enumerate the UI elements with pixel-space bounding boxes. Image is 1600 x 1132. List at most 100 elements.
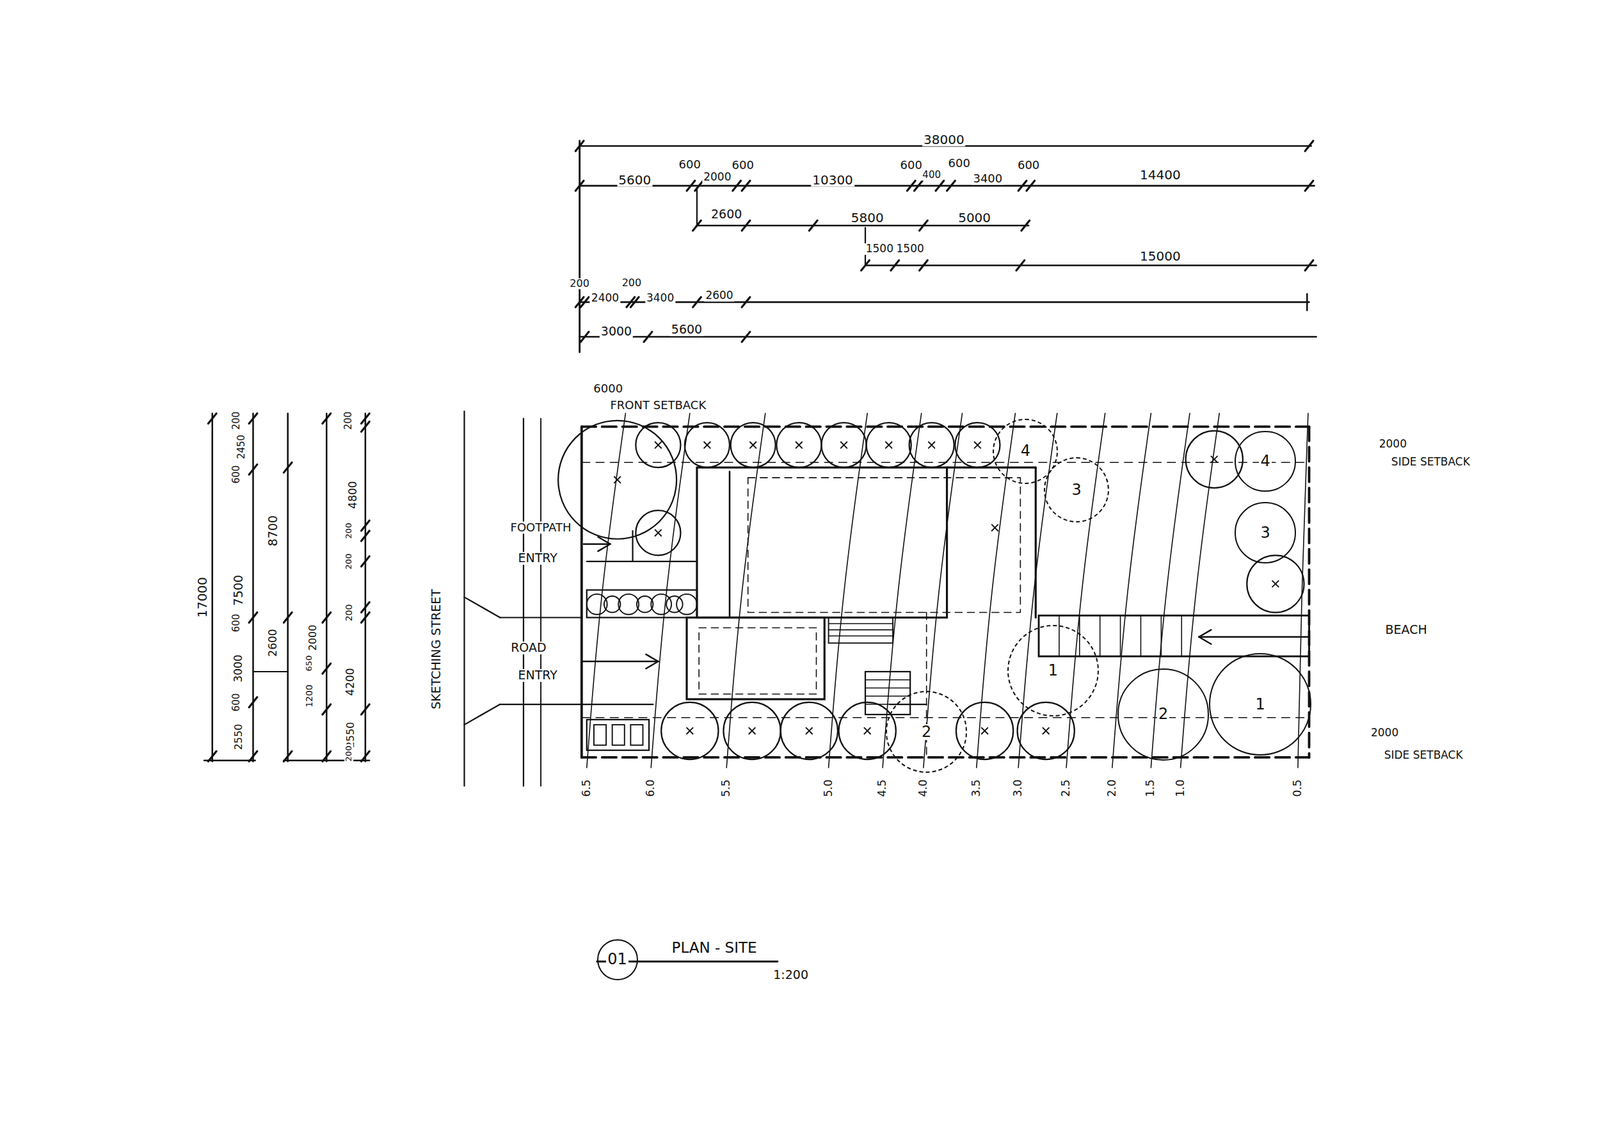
- dimension-tick: [360, 602, 370, 613]
- building-outline: [696, 467, 948, 617]
- dimension-text: 600: [231, 464, 242, 486]
- scale-label: 1:200: [771, 968, 810, 982]
- dimension-text: 3400: [971, 172, 1004, 185]
- drawing-number: 01: [597, 938, 639, 980]
- dimension-tick: [741, 296, 751, 308]
- tree-mark: [655, 529, 662, 536]
- tree-mark: [655, 529, 662, 536]
- dimension-tick: [906, 180, 916, 191]
- dimension-tick: [248, 696, 258, 708]
- callout-number: 4: [1019, 442, 1032, 459]
- arrow-head: [1198, 629, 1211, 637]
- deck-board: [1079, 615, 1081, 656]
- arrow-head: [645, 661, 658, 669]
- tree-callout: 4: [1234, 430, 1296, 493]
- tree-symbol: [558, 420, 677, 539]
- dimension-text: 3400: [645, 292, 676, 304]
- dimension-tick: [248, 413, 258, 424]
- contour-line: [1150, 413, 1190, 768]
- contour-label: 0.5: [1292, 777, 1304, 798]
- dimension-tick: [322, 663, 331, 674]
- bin-store: [586, 719, 649, 751]
- dimension-tick: [360, 530, 370, 541]
- dimension-tick: [686, 180, 696, 191]
- tree-mark: [614, 476, 621, 484]
- deck-board: [1180, 615, 1183, 656]
- dimension-text: 600: [730, 159, 756, 172]
- shrub-symbol: [618, 593, 639, 615]
- stair-tread: [865, 687, 911, 689]
- dimension-text: 3000: [599, 325, 633, 338]
- tree-mark: [686, 727, 694, 735]
- dimension-text: 4800: [347, 480, 360, 511]
- dimension-text: 5000: [956, 210, 992, 224]
- tree-mark: [1042, 727, 1049, 735]
- dimension-tick: [322, 750, 331, 761]
- tree-mark: [750, 441, 757, 448]
- drawing-title: PLAN - SITE: [670, 938, 760, 956]
- contour-label: 5.5: [720, 777, 733, 798]
- tree-mark: [864, 727, 871, 735]
- shrub-symbol: [650, 593, 672, 615]
- arrow-line: [583, 543, 610, 545]
- building-outline: [686, 617, 825, 700]
- dimension-line: [204, 759, 256, 761]
- tree-mark: [974, 441, 982, 448]
- tree-mark: [981, 727, 989, 735]
- dimension-line: [579, 301, 1310, 304]
- contour-line: [1066, 413, 1106, 768]
- site-label: ENTRY: [517, 551, 559, 565]
- callout-number: 2: [920, 723, 933, 740]
- dimension-text: 2000: [307, 623, 319, 653]
- contour-label: 4.0: [917, 777, 930, 798]
- dimension-tick: [808, 220, 818, 231]
- site-label: SIDE SETBACK: [1383, 749, 1465, 761]
- arrow-head: [645, 654, 658, 662]
- dimension-text: 2600: [704, 289, 735, 302]
- stair-tread: [865, 695, 911, 697]
- dimension-tick: [283, 462, 292, 473]
- tree-mark: [655, 441, 662, 448]
- tree-mark: [992, 524, 999, 531]
- dimension-text: 8700: [266, 513, 280, 548]
- tree-mark: [750, 441, 757, 448]
- dimension-text: 5600: [616, 172, 653, 187]
- contour-label: 6.0: [645, 777, 657, 798]
- dimension-tick: [322, 612, 331, 623]
- dimension-text: 5800: [849, 210, 886, 224]
- dimension-text: 400: [920, 170, 943, 181]
- tree-mark: [1042, 727, 1049, 735]
- tree-mark: [748, 727, 756, 735]
- dimension-text: 600: [899, 159, 924, 172]
- site-label: FOOTPATH: [509, 521, 573, 534]
- tree-symbol: [839, 702, 896, 760]
- site-label: ENTRY: [517, 669, 559, 683]
- dimension-line: [696, 187, 698, 226]
- stair-tread: [828, 634, 893, 637]
- dimension-text: 200: [620, 277, 644, 288]
- tree-symbol: [866, 422, 912, 468]
- dimension-tick: [283, 750, 292, 761]
- site-label: SKETCHING STREET: [430, 587, 443, 711]
- dimension-text: 2550: [233, 722, 245, 752]
- dimension-tick: [1304, 140, 1314, 152]
- tree-mark: [806, 727, 813, 735]
- dimension-text: 1500: [864, 243, 895, 255]
- dimension-tick: [1016, 260, 1025, 271]
- dimension-text: 2400: [590, 292, 621, 304]
- tree-mark: [1272, 580, 1279, 587]
- dimension-line: [211, 413, 214, 762]
- site-label: 2000: [1369, 727, 1400, 739]
- tree-callout: 3: [1234, 501, 1296, 564]
- tree-mark: [1210, 456, 1218, 463]
- dimension-tick: [693, 220, 702, 231]
- dimension-line: [865, 264, 1317, 267]
- dimension-text: 200: [344, 602, 354, 623]
- tree-mark: [928, 441, 936, 448]
- driveway-line: [499, 616, 582, 618]
- dimension-tick: [360, 612, 370, 623]
- dimension-line: [252, 670, 288, 672]
- site-label: 6000: [592, 382, 624, 395]
- tree-mark: [796, 441, 803, 448]
- bin-symbol: [593, 724, 607, 745]
